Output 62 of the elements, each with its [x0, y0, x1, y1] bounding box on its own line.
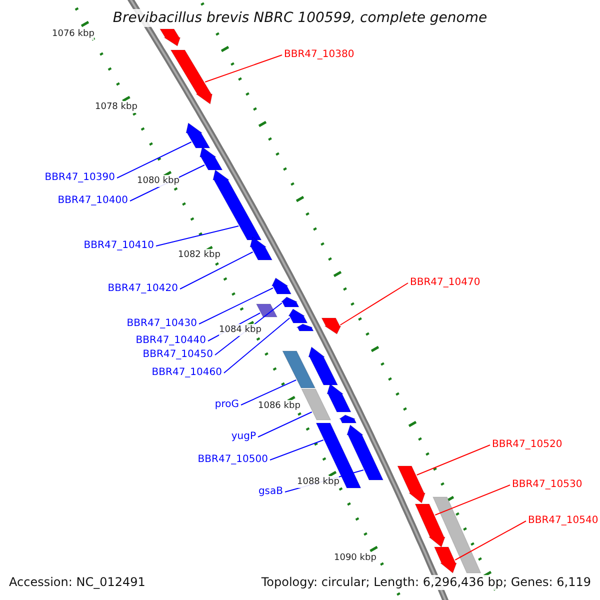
gene-bar	[256, 304, 278, 318]
gene-label: proG	[214, 399, 239, 411]
leader-line	[116, 142, 192, 178]
gene-label: BBR47_10410	[84, 240, 154, 252]
gene-block	[308, 346, 338, 386]
leader-line	[416, 444, 490, 476]
position-label: 1078 kbp	[95, 101, 138, 113]
gene-block	[434, 546, 457, 574]
gene-block	[397, 466, 426, 504]
gene-bar	[282, 350, 316, 388]
gene-label: BBR47_10500	[198, 454, 268, 466]
gene-block	[170, 50, 213, 105]
gene-block	[271, 278, 292, 294]
leader-line	[224, 318, 290, 374]
gene-block	[159, 28, 181, 46]
leader-line	[204, 54, 282, 82]
gene-block	[295, 324, 314, 332]
gene-block	[326, 384, 352, 412]
gene-block	[288, 308, 308, 324]
leader-line	[454, 520, 526, 560]
gene-label: BBR47_10520	[492, 439, 562, 451]
gene-block	[414, 504, 446, 548]
gene-label: yugP	[231, 431, 256, 443]
position-label: 1086 kbp	[258, 400, 300, 412]
gene-bar	[301, 388, 332, 420]
position-label: 1090 kbp	[334, 552, 376, 564]
leader-line	[180, 252, 254, 290]
gene-label: BBR47_10380	[284, 49, 354, 61]
gene-block	[321, 318, 342, 334]
gene-label: BBR47_10470	[410, 277, 480, 289]
gene-label: BBR47_10460	[152, 367, 222, 379]
gene-label: BBR47_10540	[528, 515, 598, 527]
leader-line	[340, 282, 408, 326]
leader-line	[240, 380, 297, 406]
gene-label: BBR47_10420	[108, 283, 178, 295]
gene-block	[212, 169, 262, 240]
leader-line	[434, 484, 510, 516]
gene-block	[280, 296, 300, 308]
gene-block	[200, 146, 223, 170]
leader-line	[198, 288, 274, 324]
leader-line	[156, 226, 240, 246]
position-label: 1082 kbp	[178, 249, 220, 261]
gene-label: BBR47_10430	[126, 318, 197, 330]
accession-label: Accession: NC_012491	[9, 575, 146, 590]
genome-summary: Topology: circular; Length: 6,296,436 bp; Genes: 6,119	[261, 575, 591, 590]
position-label: 1088 kbp	[297, 476, 340, 488]
position-label: 1076 kbp	[52, 28, 94, 40]
gene-label: BBR47_10390	[44, 172, 115, 184]
gene-block	[338, 414, 357, 424]
gene-label: BBR47_10400	[58, 195, 128, 207]
gene-label: BBR47_10450	[142, 349, 213, 361]
gene-block	[250, 236, 273, 260]
position-label: 1080 kbp	[137, 175, 180, 187]
gene-label: BBR47_10440	[136, 335, 206, 347]
gene-label: BBR47_10530	[512, 479, 582, 491]
gene-block	[186, 122, 210, 148]
leader-line	[270, 440, 324, 460]
gene-label: gsaB	[258, 486, 283, 498]
gene-bar	[432, 496, 482, 574]
position-label: 1084 kbp	[219, 324, 262, 336]
gene-block	[346, 424, 384, 480]
leader-line	[258, 412, 312, 438]
